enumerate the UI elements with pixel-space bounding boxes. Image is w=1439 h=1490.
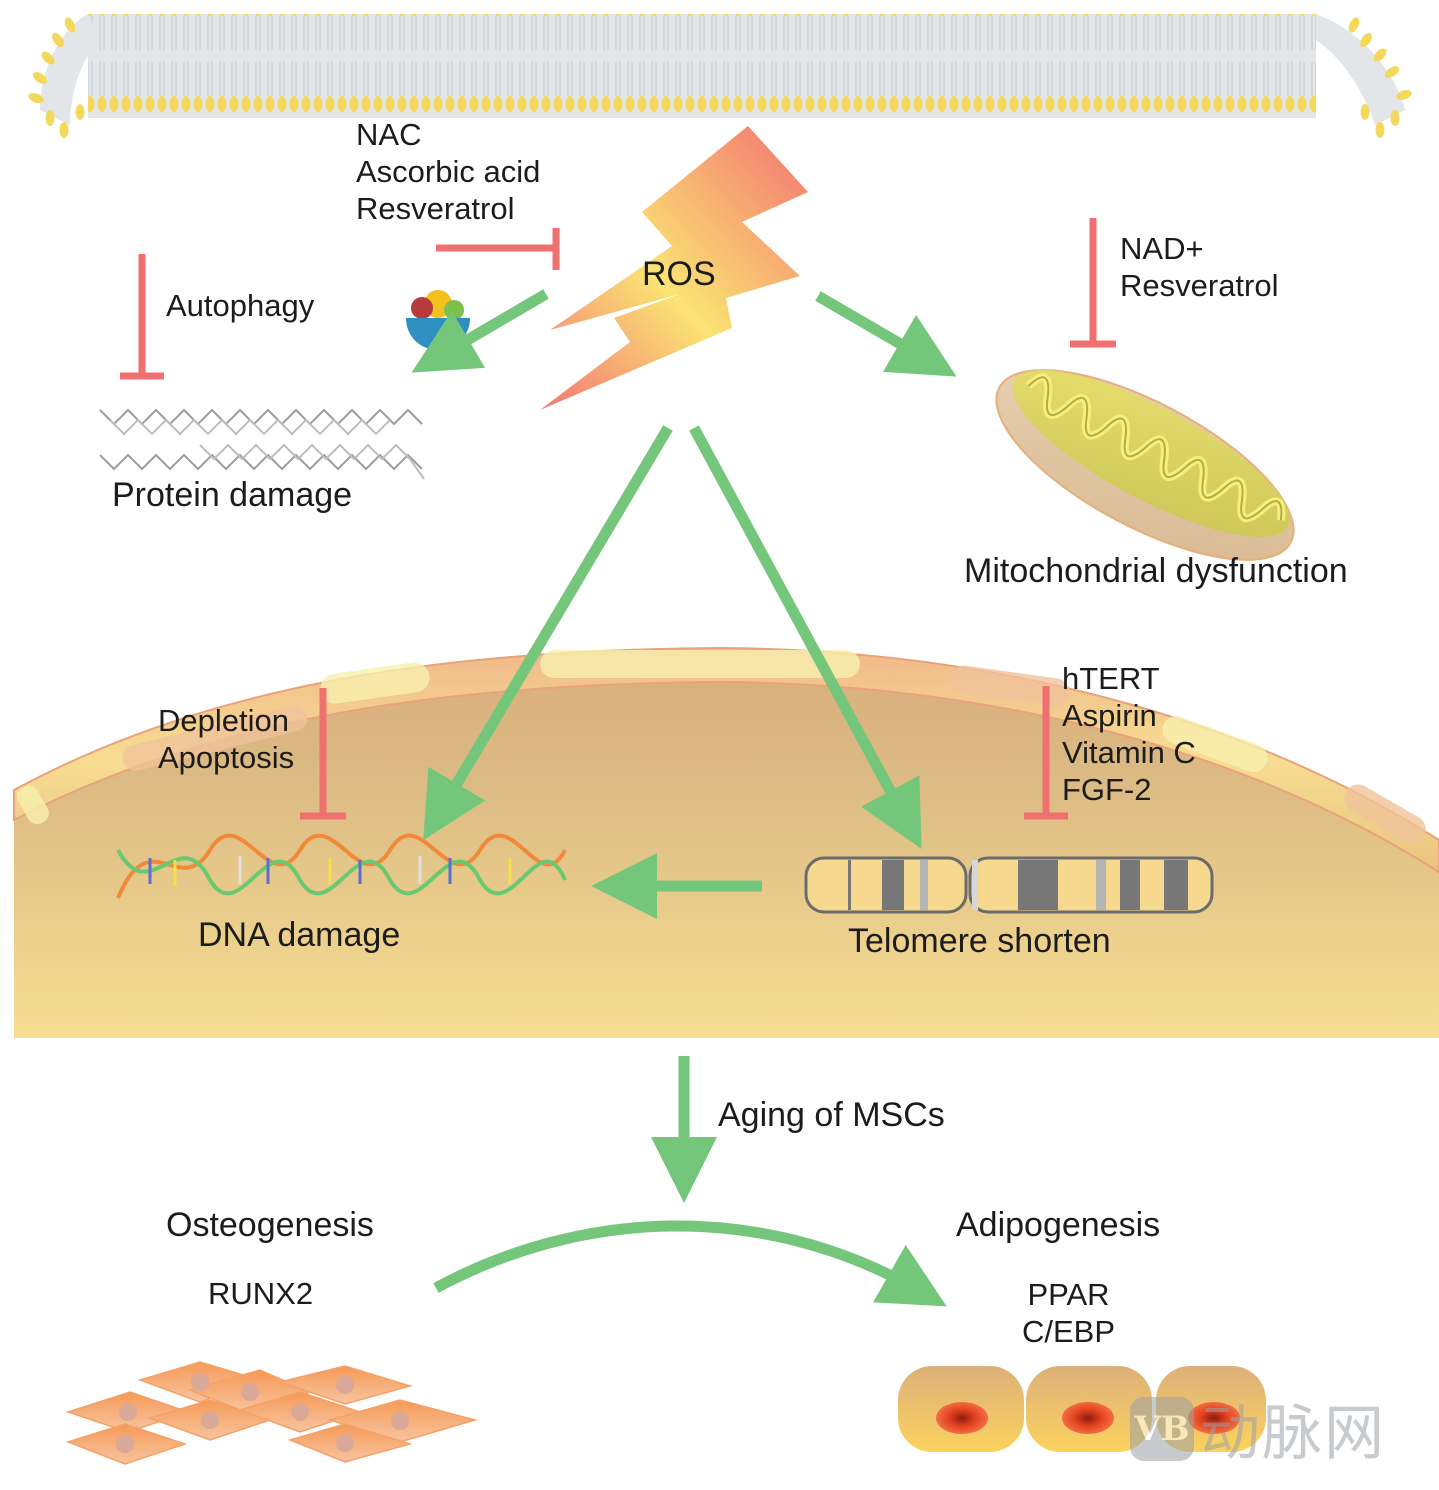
aging-of-mscs-label: Aging of MSCs	[718, 1096, 945, 1134]
protein-damage-label: Protein damage	[112, 476, 353, 514]
arrow-ros-to-telomere	[689, 425, 922, 850]
inhibitor-label: Aspirin	[1062, 698, 1157, 733]
inhibitor-label: Resveratrol	[356, 191, 515, 226]
membrane-curl-left	[28, 14, 100, 138]
inhibit-ros	[436, 228, 560, 270]
adipogenesis-markers-list: PPAR C/EBP	[1022, 1276, 1115, 1350]
inhibit-mito	[1070, 218, 1116, 348]
inhibitor-label: Resveratrol	[1120, 268, 1279, 303]
runx2-marker-label: RUNX2	[208, 1276, 314, 1311]
inhibition-bars	[120, 218, 1116, 820]
arrow-osteo-to-adipo	[433, 1220, 947, 1307]
adipogenesis-label: Adipogenesis	[956, 1206, 1161, 1244]
inhibitor-label: NAD+	[1120, 231, 1204, 266]
telomere-inhibitors-list: hTERT Aspirin Vitamin C FGF-2	[1062, 660, 1196, 808]
watermark-text: 动脉网	[1200, 1399, 1386, 1469]
dna-inhibitors-list: Depletion Apoptosis	[158, 702, 294, 776]
osteoblast-cells-icon	[65, 1361, 478, 1465]
inhibitor-label: FGF-2	[1062, 772, 1152, 807]
inhibit-protein	[120, 254, 164, 380]
watermark: VB 动脉网	[1130, 1385, 1386, 1472]
ros-label: ROS	[642, 255, 716, 293]
inhibitor-label: Apoptosis	[158, 740, 295, 775]
arrow-ros-to-protein	[411, 289, 549, 373]
inhibitor-label: Ascorbic acid	[356, 154, 541, 189]
watermark-logo-icon: VB	[1130, 1396, 1194, 1461]
ros-lightning-bolt-icon	[540, 126, 808, 410]
cebp-marker-label: C/EBP	[1022, 1314, 1116, 1349]
nuclear-pores	[17, 650, 1426, 844]
inhibit-dna	[300, 688, 346, 820]
arrow-ros-to-mito	[815, 291, 957, 377]
cell-membrane	[28, 14, 1412, 138]
autophagy-label: Autophagy	[166, 288, 315, 323]
dna-damage-label: DNA damage	[198, 916, 401, 954]
protein-strands-icon	[99, 408, 425, 480]
osteogenesis-label: Osteogenesis	[166, 1206, 374, 1244]
mitochondrion-icon	[995, 369, 1295, 561]
inhibitor-label: NAC	[356, 117, 422, 152]
mito-inhibitors-list: NAD+ Resveratrol	[1120, 230, 1279, 304]
inhibitor-label: Depletion	[158, 703, 289, 738]
membrane-curl-right	[1316, 14, 1412, 138]
ros-inhibitors-list: NAC Ascorbic acid Resveratrol	[356, 116, 540, 227]
inhibit-telomere	[1024, 686, 1068, 820]
activation-arrows	[411, 289, 957, 1307]
inhibitor-label: hTERT	[1062, 661, 1160, 696]
ppar-marker-label: PPAR	[1027, 1277, 1110, 1312]
nucleus	[13, 646, 1439, 1038]
telomere-shorten-label: Telomere shorten	[848, 922, 1111, 960]
chromosome-icon	[804, 856, 1214, 914]
dna-helix-icon	[116, 833, 567, 899]
arrow-ros-to-dna	[423, 425, 673, 841]
mitochondrial-dysfunction-label: Mitochondrial dysfunction	[964, 552, 1348, 590]
inhibitor-label: Vitamin C	[1062, 735, 1196, 770]
